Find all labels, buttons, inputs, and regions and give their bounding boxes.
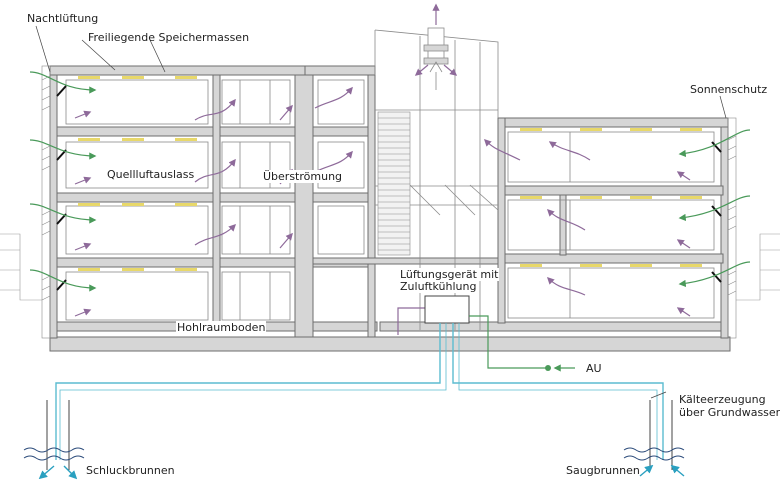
ceiling-lights [78,76,702,271]
left-wing-roof [49,65,306,76]
right-wing-roof [497,117,729,128]
fresh-air-arrows [29,71,751,372]
right-facade-louvres [727,117,737,339]
label-ventilation-unit-line2: Zuluftkühlung [399,280,478,293]
leader-lines [35,25,727,399]
label-cooling-line1: Kälteerzeugung [679,393,766,406]
label-night-ventilation: Nachtlüftung [27,12,99,25]
room-outlines [65,79,715,321]
foundation-slab [49,336,731,352]
exhaust-air-arrows [74,3,691,335]
staircase [377,111,411,256]
ventilation-unit [424,295,551,371]
label-outside-air: AU [586,362,602,375]
well-flow-arrows [38,464,685,480]
left-facade-louvres [41,65,51,339]
atrium [374,27,499,330]
right-exterior-wall [720,117,729,339]
water-waves [23,447,685,461]
label-overflow: Überströmung [262,170,344,183]
label-cooling-line2: über Grundwasser [679,406,780,419]
wells [46,400,673,470]
left-exterior-wall [49,65,58,339]
adjacent-buildings [0,233,780,301]
label-injection-well: Schluckbrunnen [86,464,175,477]
label-ventilation-unit-line1: Lüftungsgerät mit [399,268,500,281]
label-displacement-outlet: Quellluftauslass [106,168,196,181]
label-exposed-thermal-mass: Freiliegende Speichermassen [88,31,250,44]
label-supply-well: Saugbrunnen [566,464,640,477]
label-sun-shading: Sonnenschutz [690,83,768,96]
groundwater-loop [55,323,664,460]
label-cavity-floor: Hohlraumboden [176,321,267,334]
